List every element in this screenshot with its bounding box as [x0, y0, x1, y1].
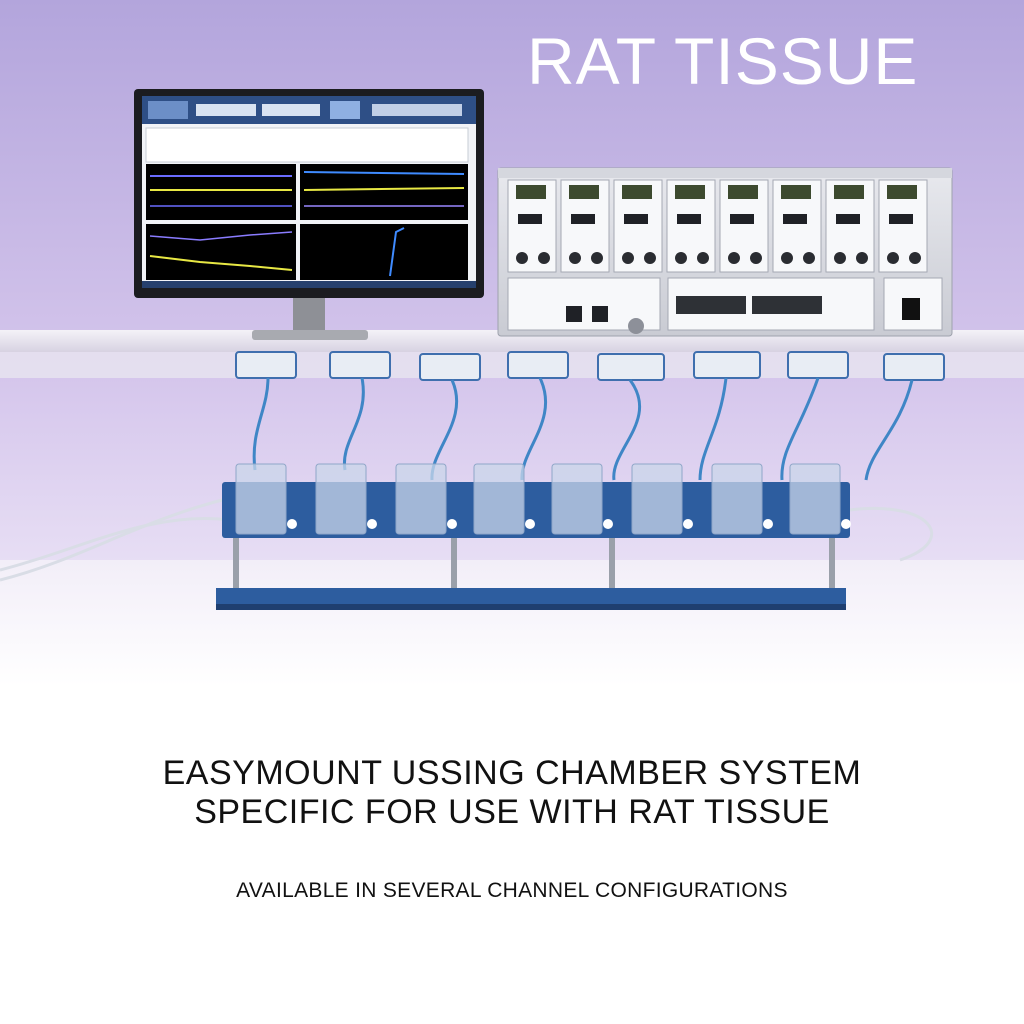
hero-title: RAT TISSUE [527, 24, 919, 98]
equipment-illustration [0, 0, 1024, 686]
monitor [134, 89, 484, 340]
product-heading: EASYMOUNT USSING CHAMBER SYSTEM SPECIFIC… [0, 754, 1024, 832]
heading-line-2: SPECIFIC FOR USE WITH RAT TISSUE [194, 793, 830, 831]
heading-line-1: EASYMOUNT USSING CHAMBER SYSTEM [162, 754, 862, 792]
product-subheading: AVAILABLE IN SEVERAL CHANNEL CONFIGURATI… [236, 879, 788, 902]
product-photo: RAT TISSUE [0, 0, 1024, 686]
chamber-assembly [216, 463, 851, 610]
amplifier-rack [497, 167, 953, 337]
